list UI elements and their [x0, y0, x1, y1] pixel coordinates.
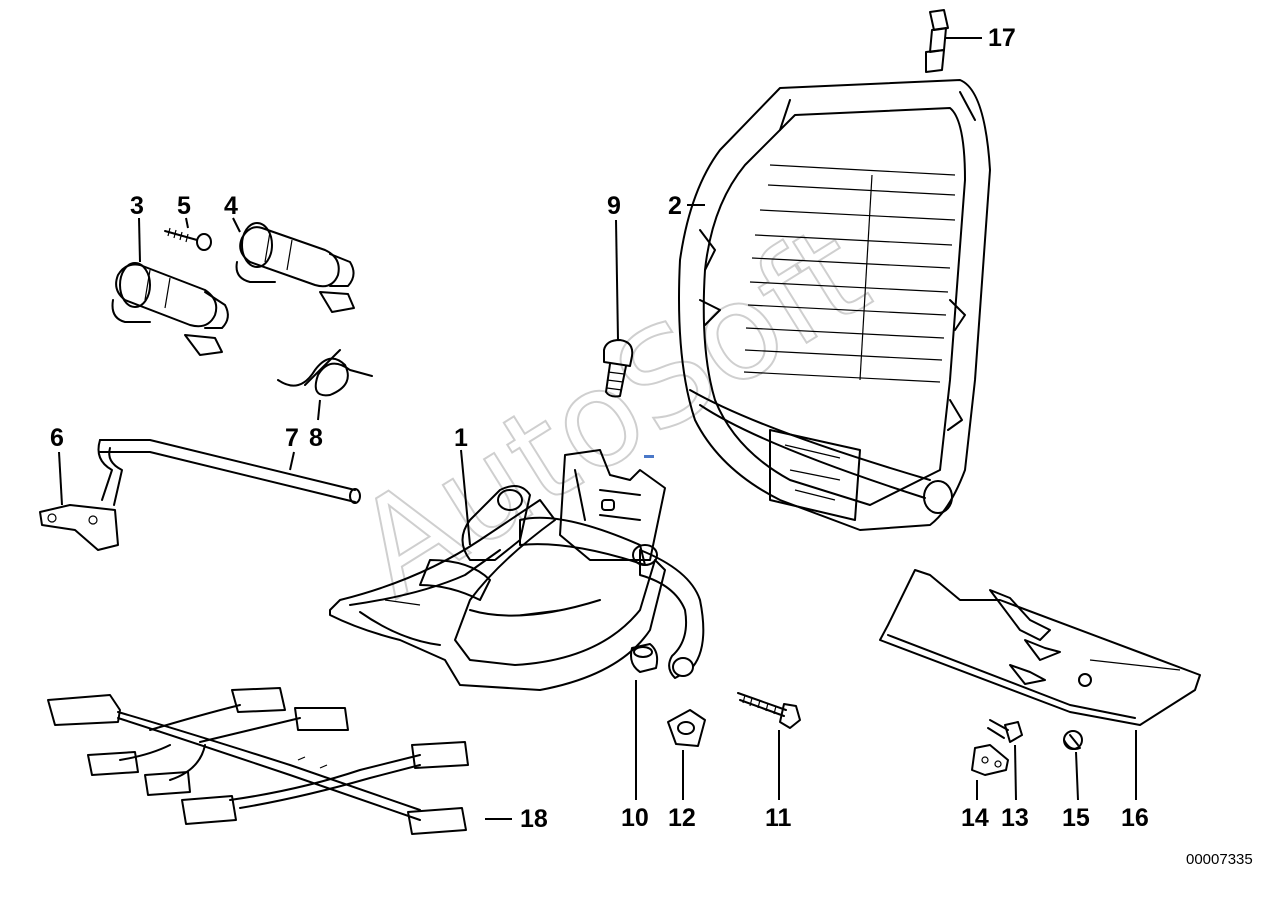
motor-4 [235, 222, 355, 313]
clip-nut-12 [667, 709, 706, 747]
callout-5: 5 [177, 192, 191, 220]
callout-3: 3 [130, 192, 144, 220]
callout-9: 9 [607, 192, 621, 220]
callout-15: 15 [1062, 804, 1090, 832]
callout-12: 12 [668, 804, 696, 832]
blue-mark [644, 455, 654, 458]
screw-13 [987, 719, 1023, 743]
callout-14: 14 [961, 804, 989, 832]
seat-base-frame [329, 449, 705, 691]
callout-2: 2 [668, 192, 682, 220]
spring-7-8 [277, 349, 373, 397]
callout-labels: 1 2 3 4 5 6 7 8 9 10 11 12 13 14 15 16 1… [50, 24, 1149, 833]
motor-3 [111, 262, 229, 356]
bushing-10 [630, 643, 659, 673]
callout-17: 17 [988, 24, 1016, 52]
rod-with-bracket-6 [39, 439, 361, 551]
callout-10: 10 [621, 804, 649, 832]
callout-18: 18 [520, 805, 548, 833]
bolt-9 [603, 339, 634, 398]
callout-11: 11 [765, 804, 792, 832]
bracket-14 [971, 744, 1009, 776]
bolt-11 [737, 692, 801, 729]
leader-lines [58, 37, 1137, 820]
document-number: 00007335 [1186, 851, 1253, 868]
callout-8: 8 [309, 424, 323, 452]
clip-15 [1063, 730, 1083, 750]
callout-16: 16 [1121, 804, 1149, 832]
wiring-harness-18 [47, 687, 469, 835]
callout-13: 13 [1001, 804, 1029, 832]
backrest-frame [678, 79, 991, 531]
callout-4: 4 [224, 192, 238, 220]
callout-7: 7 [285, 424, 299, 452]
callout-6: 6 [50, 424, 64, 452]
callout-1: 1 [454, 424, 468, 452]
trim-cover-16 [879, 569, 1201, 726]
screw-5 [164, 227, 212, 251]
pin-17 [925, 9, 949, 73]
